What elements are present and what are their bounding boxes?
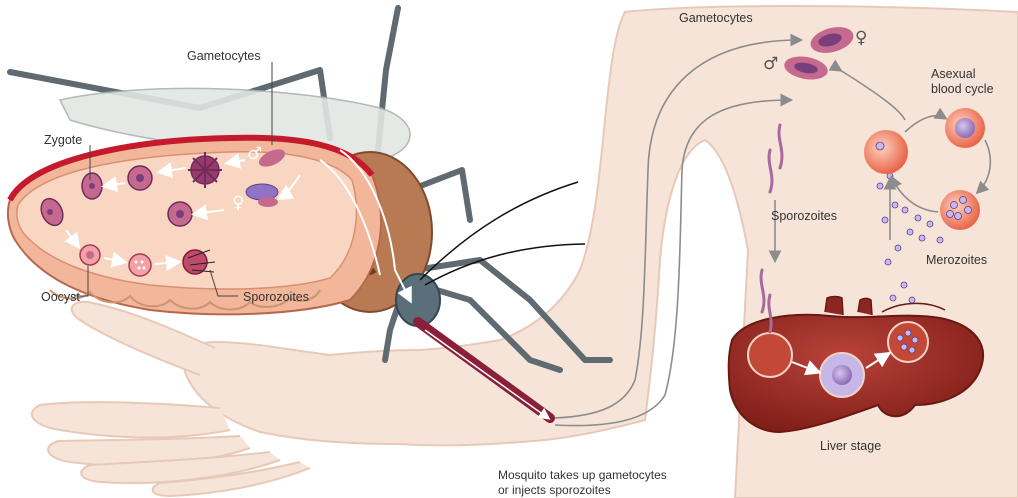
male-symbol-mosquito: ♂: [247, 146, 262, 163]
label-liver-stage: Liver stage: [820, 439, 881, 454]
label-asexual: Asexual: [931, 67, 975, 82]
label-merozoites: Merozoites: [926, 253, 987, 268]
female-symbol-mosquito: ♀: [232, 195, 244, 212]
label-sporozoites-human: Sporozoites: [771, 209, 837, 224]
label-oocyst: Oocyst: [41, 290, 80, 305]
label-gametocytes-human: Gametocytes: [679, 11, 753, 26]
caption-line-2: or injects sporozoites: [498, 483, 611, 497]
male-symbol-human: ♂: [763, 56, 778, 73]
label-gametocytes-mosquito: Gametocytes: [187, 49, 261, 64]
female-symbol-human: ♀: [855, 30, 867, 47]
label-blood-cycle: blood cycle: [931, 82, 994, 97]
label-sporozoites-mosquito: Sporozoites: [243, 290, 309, 305]
caption-line-1: Mosquito takes up gametocytes: [498, 468, 667, 482]
label-zygote: Zygote: [44, 133, 82, 148]
